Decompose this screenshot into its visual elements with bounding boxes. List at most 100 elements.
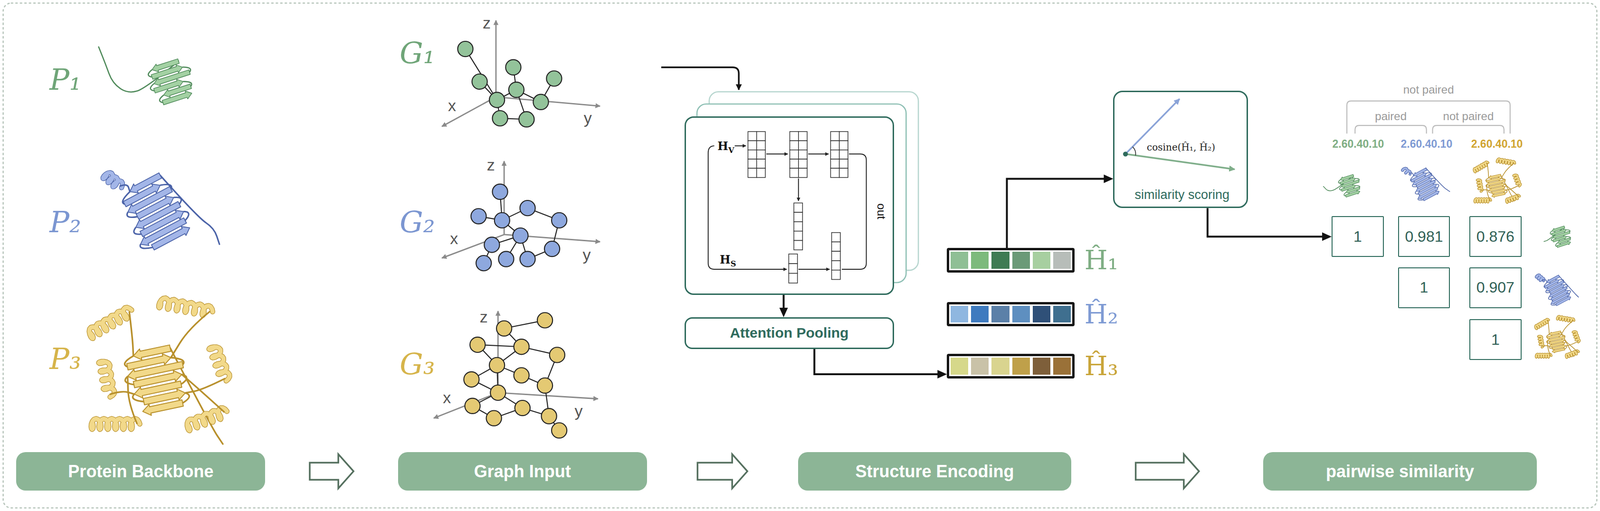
label-text: G₁ (399, 35, 435, 71)
alpha-helix (158, 298, 213, 316)
alpha-helix (1557, 316, 1574, 322)
matrix-cell (798, 150, 808, 160)
text-holder: Ĥ₁ (1084, 245, 1119, 276)
wire (798, 178, 800, 201)
label-text: not paired (1443, 109, 1495, 123)
matrix-cell (756, 131, 766, 141)
text-holder: P₂ (49, 205, 82, 240)
arrowhead (1322, 232, 1332, 241)
label-text: paired (1374, 109, 1407, 123)
input-arrow (661, 67, 739, 90)
graph-node (541, 408, 557, 424)
angle-arc (1132, 146, 1136, 156)
text-holder: z (479, 307, 488, 327)
hollow-arrow (1135, 454, 1200, 489)
text-holder: y (574, 401, 583, 421)
alpha-helix (1506, 195, 1520, 203)
encoder-wires (708, 145, 867, 270)
coil (1487, 163, 1489, 179)
label-text: z (486, 155, 496, 174)
graph-node (505, 59, 521, 76)
embedding-cell (971, 251, 989, 269)
beta-strand (142, 400, 183, 416)
matrix-cell (756, 159, 766, 169)
connector-line (814, 349, 940, 375)
label-text: x (447, 96, 457, 115)
label-text: y (583, 109, 592, 128)
alpha-helix (1566, 350, 1579, 358)
connector (697, 454, 748, 489)
node-text: 0.876 (1476, 228, 1515, 246)
text-holder: out (874, 203, 888, 220)
text-holder: z (482, 14, 491, 33)
matrix-cell (839, 159, 848, 169)
coil (1409, 172, 1414, 176)
arrowhead (779, 307, 789, 318)
matrix-cell (756, 150, 766, 160)
text-holder: 0.876 (1470, 217, 1521, 257)
graph-node (492, 184, 508, 200)
connector (779, 295, 789, 318)
label-text: x (449, 229, 458, 248)
node-text: HV (717, 139, 734, 153)
coil (119, 184, 130, 192)
alpha-helix (187, 408, 228, 431)
graph-node (494, 212, 510, 229)
similarity-cell: 1 (1469, 319, 1522, 361)
arrowhead (937, 370, 947, 379)
embedding-bar: Ĥ₂ (946, 302, 1075, 327)
coil (1505, 185, 1520, 191)
text-holder: paired (1374, 109, 1407, 124)
matrix-cell (756, 168, 766, 178)
label-text: x (442, 388, 451, 407)
connector (1135, 454, 1200, 489)
graph-node (492, 110, 508, 126)
label-text: z (479, 307, 488, 326)
similarity-cell: 0.981 (1398, 216, 1451, 258)
text-holder: not paired (1403, 83, 1455, 97)
axis (497, 392, 598, 400)
connector (309, 454, 354, 489)
text-holder: y (582, 245, 591, 265)
coil (181, 374, 225, 413)
matrix-cell (831, 270, 841, 280)
alpha-helix (1538, 336, 1544, 348)
text-holder: G₁ (399, 36, 435, 70)
node-text: 1 (1419, 278, 1429, 297)
alpha-helix (1476, 179, 1483, 192)
matrix-cell (788, 273, 798, 284)
graph-node (514, 339, 530, 355)
matrix-cell (830, 159, 839, 169)
text-holder: 1 (1399, 268, 1450, 308)
coil (1565, 341, 1578, 346)
axes (433, 20, 600, 419)
alpha-helix (1506, 195, 1520, 203)
subscript: V (728, 145, 735, 155)
graph-node (490, 385, 506, 401)
wire (734, 145, 747, 147)
node-text: similarity scoring (1134, 188, 1230, 203)
node-text: Structure Encoding (855, 461, 1015, 482)
matrix-cell (831, 232, 841, 243)
embedding-cell (1032, 305, 1051, 324)
matrix-cell (793, 202, 803, 213)
axis (441, 96, 496, 127)
alpha-helix (1535, 319, 1549, 329)
stage-band: Structure Encoding (798, 452, 1072, 492)
coil (1542, 345, 1550, 347)
alpha-helix (1402, 168, 1411, 174)
graph-node (537, 378, 553, 394)
graph-node (514, 367, 530, 383)
label-text: P₂ (49, 205, 82, 240)
graph-node (469, 337, 486, 353)
alpha-helix (158, 298, 213, 316)
brackets (1346, 101, 1511, 134)
matrix-cell (798, 159, 808, 169)
coil (1542, 279, 1548, 283)
text-holder: x (447, 96, 457, 116)
embedding-bar: Ĥ₃ (946, 353, 1075, 379)
label-text: G₂ (399, 205, 435, 240)
node-text: Attention Pooling (729, 324, 849, 342)
embedding-cell (950, 357, 969, 375)
embedding-cell (950, 305, 969, 324)
